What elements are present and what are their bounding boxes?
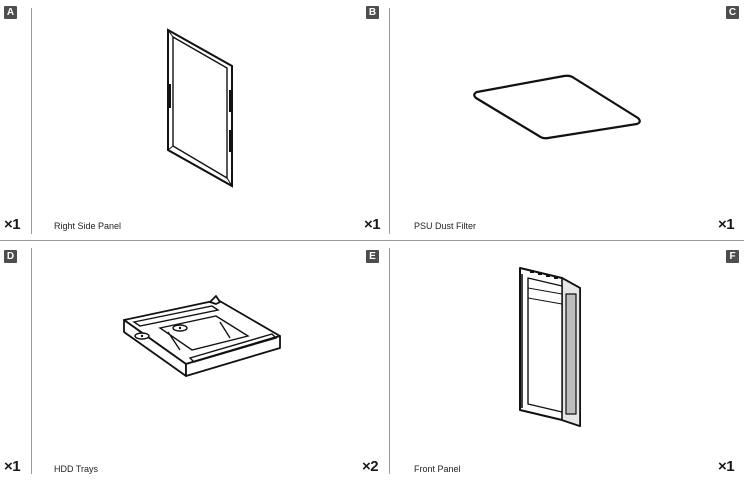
- badge-a: A: [4, 6, 17, 19]
- part-name-b: PSU Dust Filter: [414, 221, 477, 231]
- row-divider: [0, 240, 744, 241]
- badge-f: F: [726, 250, 739, 263]
- badge-d: D: [4, 250, 17, 263]
- front-panel-illustration: [514, 264, 584, 430]
- quantity-c: ×1: [718, 216, 735, 233]
- badge-c: C: [726, 6, 739, 19]
- badge-b: B: [366, 6, 379, 19]
- column-divider-left-bottom: [31, 248, 32, 474]
- quantity-e: ×2: [362, 458, 379, 475]
- right-side-panel-illustration: [160, 26, 240, 190]
- column-divider-mid-top: [389, 8, 390, 234]
- part-name-a: Right Side Panel: [54, 221, 122, 231]
- quantity-f: ×1: [718, 458, 735, 475]
- psu-dust-filter-illustration: [468, 72, 646, 142]
- column-divider-mid-bottom: [389, 248, 390, 474]
- badge-e: E: [366, 250, 379, 263]
- hdd-tray-illustration: [120, 292, 286, 378]
- quantity-b: ×1: [364, 216, 381, 233]
- column-divider-left-top: [31, 8, 32, 234]
- part-name-d: HDD Trays: [54, 464, 99, 474]
- part-name-e: Front Panel: [414, 464, 461, 474]
- quantity-a: ×1: [4, 216, 21, 233]
- quantity-d: ×1: [4, 458, 21, 475]
